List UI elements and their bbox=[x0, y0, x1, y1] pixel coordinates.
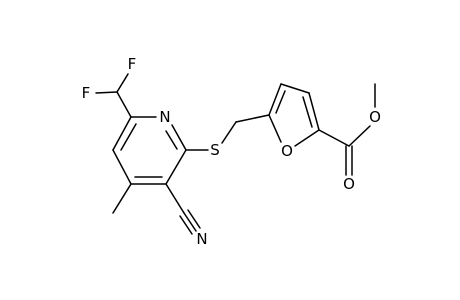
bond-chf2-f-left bbox=[95, 91, 118, 94]
bonds bbox=[95, 73, 376, 235]
bond-s-ch2 bbox=[221, 121, 237, 144]
bond-furan-c2-c3 bbox=[308, 92, 320, 131]
bond-c5-c6-double bbox=[120, 123, 137, 151]
bond-carboxyl-oester bbox=[348, 125, 371, 147]
bond-furan-c4-c5-double bbox=[275, 90, 286, 114]
atom-f-left: F bbox=[82, 84, 91, 102]
bond-n1-c2 bbox=[171, 124, 187, 151]
bond-ch2-furan bbox=[235, 114, 270, 123]
bond-furan-o-c2 bbox=[294, 129, 320, 147]
bond-chf2-ring bbox=[116, 91, 132, 118]
bond-nitrile-1 bbox=[183, 212, 197, 232]
atom-o-ester: O bbox=[369, 108, 381, 126]
bond-methyl bbox=[112, 183, 132, 214]
bond-c4-c5 bbox=[112, 149, 132, 185]
atom-o-furan: O bbox=[281, 142, 293, 160]
atom-f-top: F bbox=[128, 55, 137, 73]
bond-nitrile-3 bbox=[179, 215, 193, 235]
atom-o-carbonyl: O bbox=[343, 175, 355, 193]
bond-c3-cn bbox=[165, 183, 185, 214]
atom-n-nitrile: N bbox=[196, 230, 207, 248]
bond-furan-c3-c4 bbox=[280, 83, 310, 94]
bond-c5-c6 bbox=[112, 116, 132, 151]
atom-s-thioether: S bbox=[210, 141, 220, 159]
bond-furan-c5-o bbox=[268, 114, 282, 143]
bond-chf2-f-top bbox=[116, 73, 129, 93]
bond-c2-c3 bbox=[165, 149, 187, 185]
bond-furan-carboxyl bbox=[318, 129, 350, 147]
bond-furan-c2-c3-double bbox=[302, 96, 313, 128]
bond-nitrile-2 bbox=[187, 209, 201, 229]
atom-n-pyridine: N bbox=[159, 108, 170, 126]
bond-n1-c2-double bbox=[165, 130, 178, 150]
bond-furan-c4-c5 bbox=[268, 83, 282, 116]
atom-labels: F F N S O O O N bbox=[82, 55, 381, 248]
